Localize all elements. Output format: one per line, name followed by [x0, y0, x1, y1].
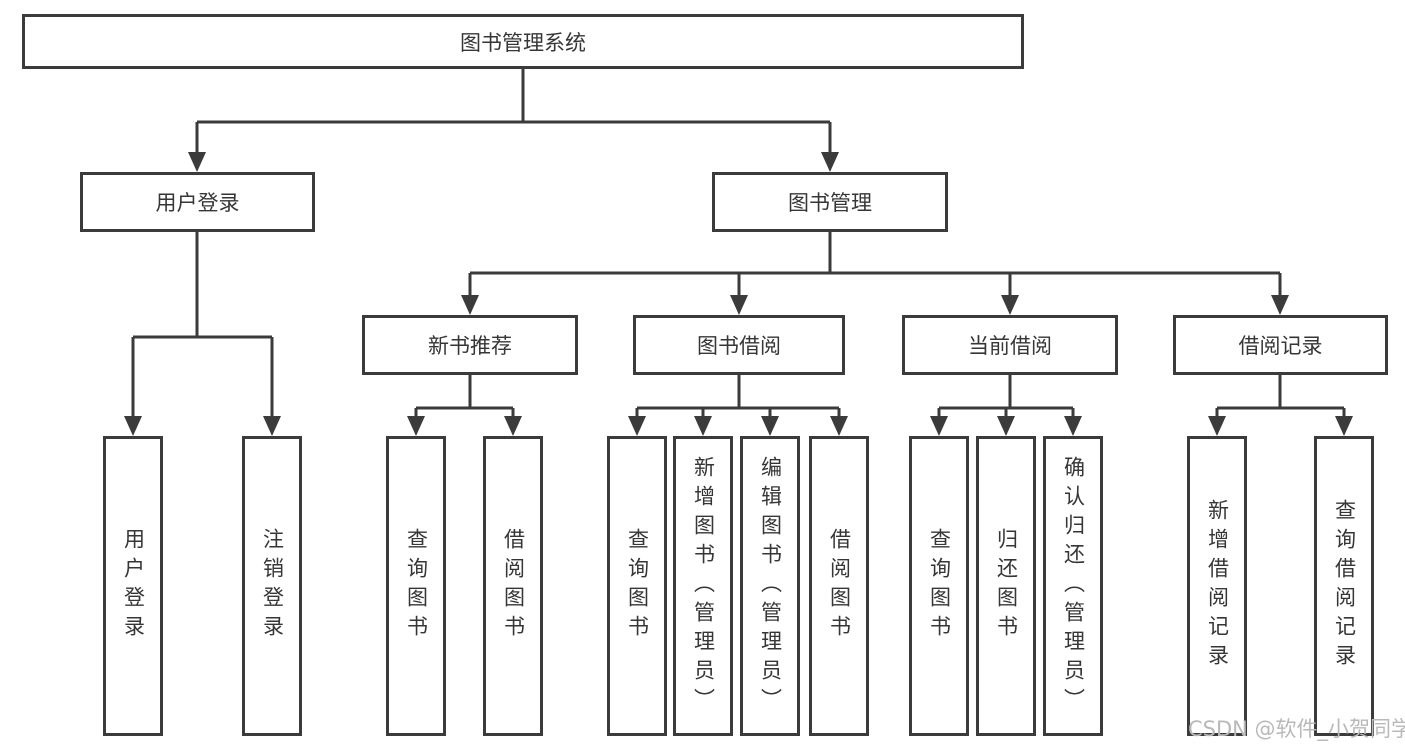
leaf-query-books-current: 查询图书 — [909, 436, 969, 736]
node-label: 图书借阅 — [697, 334, 781, 358]
leaf-borrow-books-recommend: 借阅图书 — [483, 436, 543, 736]
node-label: 查询图书 — [625, 528, 650, 644]
connector-book-borrowing-children — [628, 375, 848, 436]
leaf-confirm-return-admin: 确认归还（管理员） — [1043, 436, 1103, 736]
node-label: 借阅图书 — [827, 528, 852, 644]
node-label: 新增借阅记录 — [1205, 499, 1230, 673]
node-label: 确认归还（管理员） — [1061, 455, 1086, 717]
connector-current-borrowing-children — [930, 375, 1082, 436]
leaf-user-login: 用户登录 — [103, 436, 163, 736]
node-label: 图书管理 — [788, 191, 872, 215]
leaf-query-books-recommend: 查询图书 — [386, 436, 446, 736]
node-label: 新书推荐 — [428, 334, 512, 358]
node-label: 借阅记录 — [1238, 334, 1323, 358]
node-label: 当前借阅 — [968, 334, 1052, 358]
leaf-add-books-admin: 新增图书（管理员） — [673, 436, 733, 736]
watermark-text: CSDN @软件_小贺同学 — [1188, 717, 1405, 741]
node-current-borrowing: 当前借阅 — [902, 315, 1118, 375]
connector-user-login-children — [124, 232, 281, 436]
node-label: 查询图书 — [404, 528, 429, 644]
node-borrowing-records: 借阅记录 — [1173, 315, 1388, 375]
leaf-edit-books-admin: 编辑图书（管理员） — [740, 436, 800, 736]
node-book-borrowing: 图书借阅 — [633, 315, 845, 375]
node-label: 用户登录 — [121, 528, 146, 644]
node-label: 注销登录 — [260, 528, 285, 644]
node-label: 借阅图书 — [501, 528, 526, 644]
node-label: 图书管理系统 — [460, 30, 586, 55]
node-label: 查询图书 — [927, 528, 952, 644]
connector-new-book-recommend-children — [407, 375, 522, 436]
leaf-query-borrow-record: 查询借阅记录 — [1314, 436, 1374, 736]
leaf-query-books-borrowing: 查询图书 — [607, 436, 667, 736]
leaf-add-borrow-record: 新增借阅记录 — [1187, 436, 1247, 736]
connector-root-to-level2 — [188, 69, 839, 172]
node-label: 用户登录 — [155, 191, 240, 215]
leaf-return-books: 归还图书 — [976, 436, 1036, 736]
node-book-management: 图书管理 — [712, 172, 948, 232]
node-label: 新增图书（管理员） — [691, 455, 716, 717]
connector-borrowing-records-children — [1208, 375, 1353, 436]
node-library-management-system: 图书管理系统 — [22, 14, 1024, 69]
node-new-book-recommend: 新书推荐 — [362, 315, 578, 375]
leaf-logout-login: 注销登录 — [242, 436, 302, 736]
connector-book-management-children — [461, 232, 1289, 315]
node-label: 归还图书 — [994, 528, 1019, 644]
node-user-login: 用户登录 — [80, 172, 315, 232]
node-label: 查询借阅记录 — [1332, 499, 1357, 673]
node-label: 编辑图书（管理员） — [758, 455, 783, 717]
leaf-borrow-books-borrowing: 借阅图书 — [809, 436, 869, 736]
